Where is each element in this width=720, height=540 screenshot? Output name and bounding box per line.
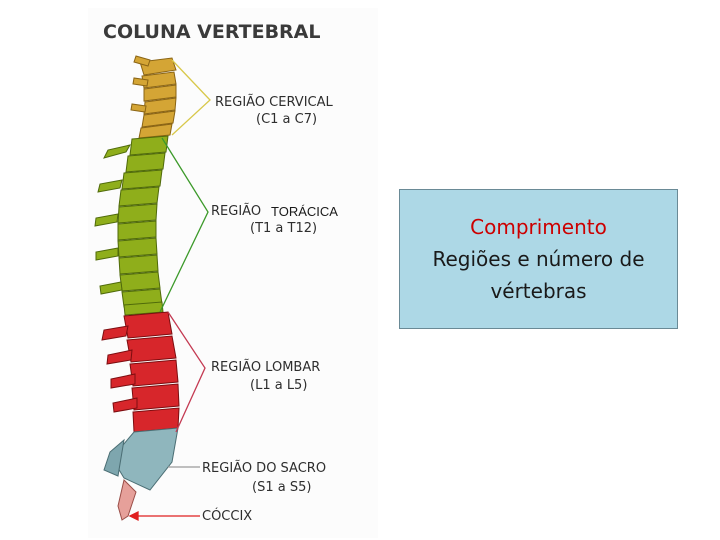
lumbar-range: (L1 a L5) [250,378,307,393]
coccyx [117,479,137,521]
leader-lines [128,59,211,522]
thoracic-vertebrae [94,135,169,316]
sacrum [103,427,179,491]
sacral-label: REGIÃO DO SACRO [202,460,326,476]
lumbar-label: REGIÃO LOMBAR [211,359,320,375]
thoracic-range: (T1 a T12) [250,221,317,236]
cervical-range: (C1 a C7) [256,112,317,127]
coccyx-label: CÓCCIX [202,508,252,524]
sacral-range: (S1 a S5) [252,480,311,495]
diagram-title: COLUNA VERTEBRAL [103,21,321,43]
cervical-label: REGIÃO CERVICAL [215,94,333,110]
cervical-vertebrae [130,55,177,139]
thoracic-label-prefix: REGIÃO [211,203,261,219]
info-box-subtitle: Regiões e número de vértebras [432,247,645,303]
info-box: Comprimento Regiões e número de vértebra… [399,189,678,329]
spine-illustration [94,55,180,521]
lumbar-vertebrae [101,311,180,433]
thoracic-label-suffix: TORÁCICA [271,204,338,219]
info-box-title: Comprimento [470,215,607,239]
